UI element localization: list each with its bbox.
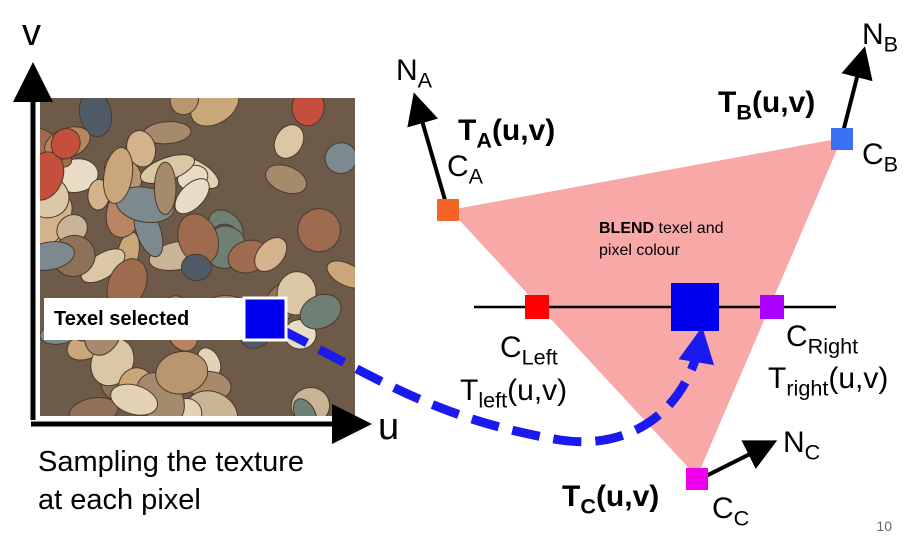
pebble (254, 237, 288, 272)
normal-c-label: NC (783, 426, 821, 465)
pebble (291, 98, 325, 127)
left-edge-marker (525, 295, 549, 319)
color-c-label: CC (712, 492, 750, 531)
pebble (153, 161, 177, 215)
selected-texel (242, 296, 288, 342)
vertex-b-marker (831, 128, 853, 150)
caption-line-2: at each pixel (38, 483, 201, 516)
tex-c-label: TC(u,v) (562, 480, 660, 519)
caption: Sampling the texture at each pixel (38, 444, 304, 519)
normal-a-label: NA (396, 54, 433, 93)
blend-note: BLEND texel and pixel colour (599, 220, 724, 259)
right-edge-marker (760, 295, 784, 319)
pebble-texture (40, 98, 355, 416)
pebble (78, 98, 113, 138)
pebble (190, 98, 240, 127)
texel-to-pixel-arrow (279, 325, 715, 447)
v-axis-label: v (22, 12, 41, 54)
pebble (292, 398, 318, 416)
color-b-label: CB (862, 138, 899, 177)
pebble (181, 253, 212, 282)
blended-pixel (671, 283, 719, 331)
normal-c-arrow (697, 440, 778, 482)
pebble (324, 142, 355, 174)
pebble (102, 147, 134, 204)
pebble (299, 293, 342, 330)
normal-b-label: NB (862, 18, 899, 57)
tex-left-label: Tleft(u,v) (460, 374, 568, 413)
pebble (174, 178, 210, 215)
u-axis-label: u (378, 406, 400, 448)
color-a-label: CA (447, 150, 484, 189)
pebble (40, 241, 75, 271)
pebble (155, 350, 209, 395)
tex-right-label: Tright(u,v) (768, 362, 889, 401)
normal-a-arrow (407, 92, 447, 201)
normal-b-arrow (841, 46, 873, 133)
color-right-label: CRight (786, 320, 859, 359)
pebble (110, 383, 159, 416)
pebble (297, 208, 341, 253)
pebble (169, 98, 200, 116)
caption-line-1: Sampling the texture (38, 446, 304, 478)
pebble (80, 248, 126, 284)
pebble (265, 164, 308, 195)
texel-selected-label: Texel selected (44, 298, 244, 340)
pebble (326, 260, 355, 289)
pebble (50, 128, 81, 160)
pebble (273, 124, 305, 159)
vertex-c-marker (686, 468, 708, 490)
tex-b-label: TB(u,v) (718, 86, 816, 125)
vertex-a-marker (437, 199, 459, 221)
color-left-label: CLeft (500, 331, 558, 370)
page-number: 10 (876, 518, 892, 534)
tex-a-label: TA(u,v) (458, 114, 556, 153)
